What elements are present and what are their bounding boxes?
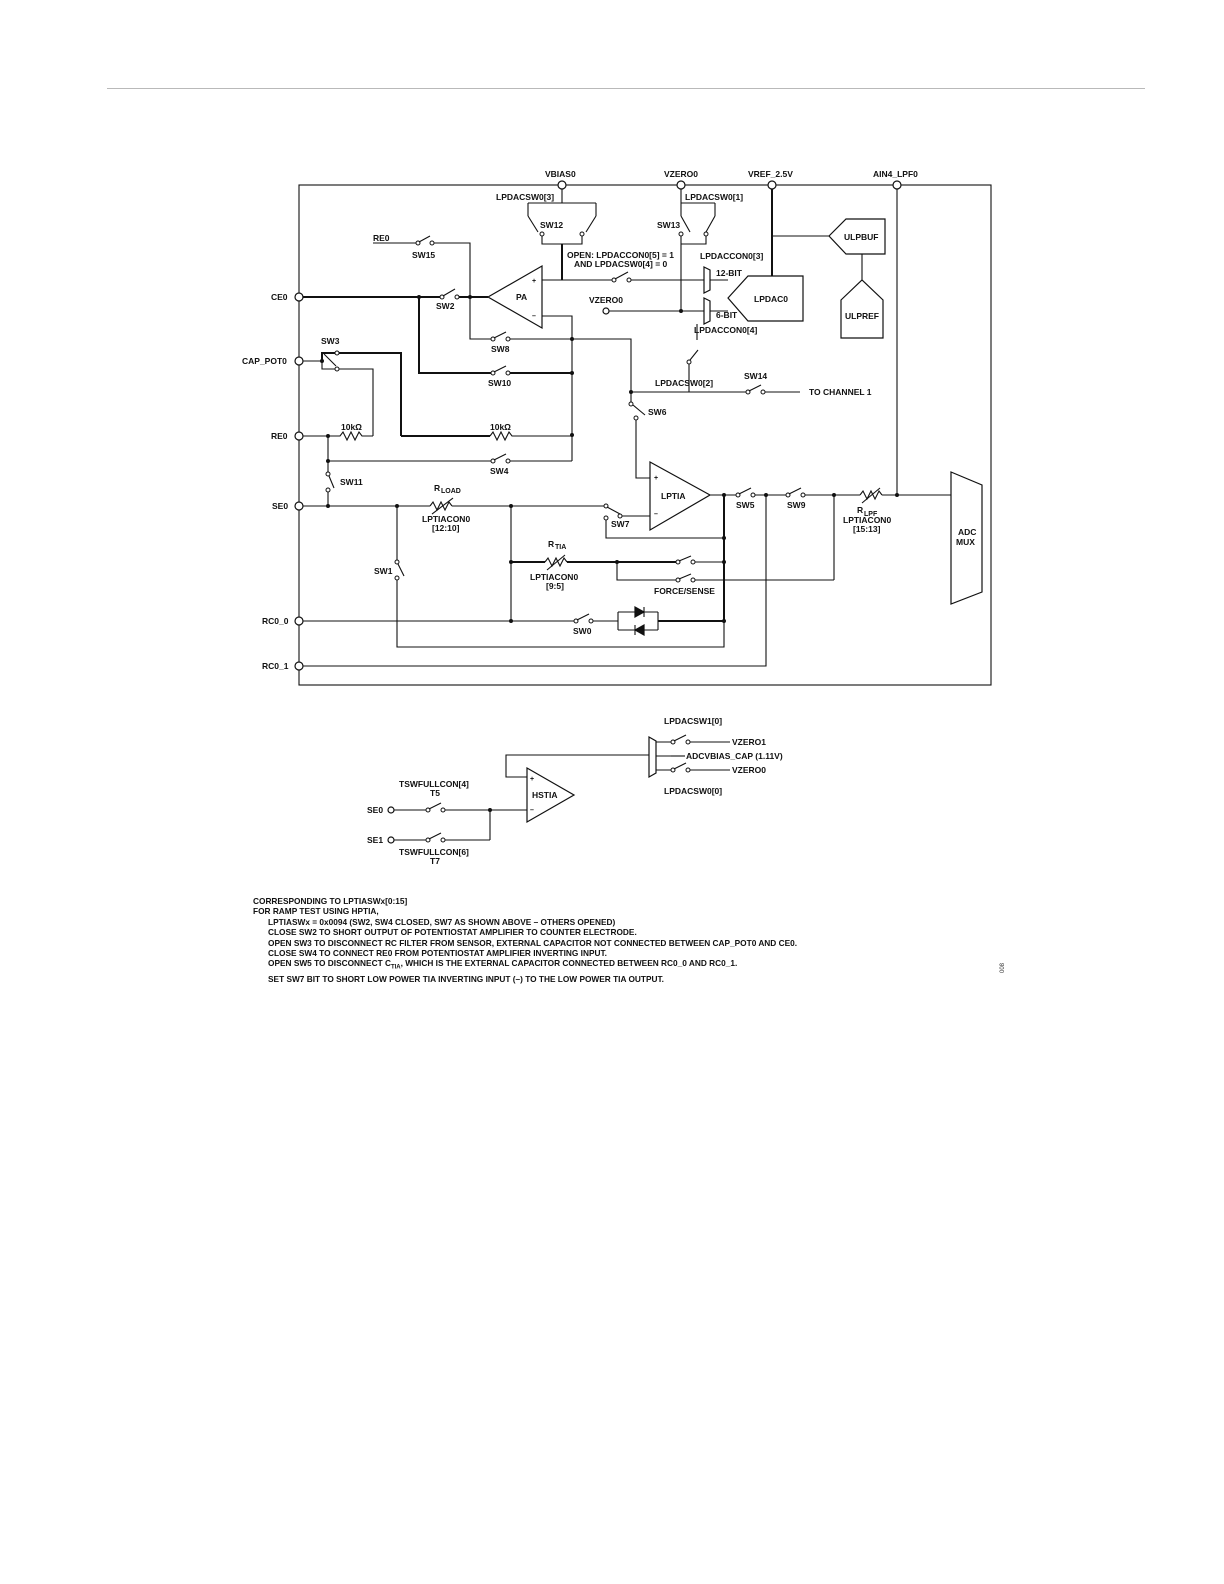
label-6bit: 6-BIT (716, 310, 738, 320)
note-line-8: SET SW7 BIT TO SHORT LOW POWER TIA INVER… (268, 973, 664, 984)
label-sw4: SW4 (490, 466, 509, 476)
block-adc: ADC (958, 527, 976, 537)
label-open-2: AND LPDACSW0[4] = 0 (574, 259, 668, 269)
label-vzero1: VZERO1 (732, 737, 766, 747)
block-lptia: LPTIA (661, 491, 686, 501)
label-lptiacon0-a: LPTIACON0 (422, 514, 470, 524)
label-sw15: SW15 (412, 250, 435, 260)
schematic-diagram: .w { stroke:#111; stroke-width:1.1; fill… (242, 169, 992, 866)
label-t5: T5 (430, 788, 440, 798)
pin-ain4-lpf0: AIN4_LPF0 (873, 169, 918, 179)
svg-text:+: + (532, 278, 536, 285)
label-rload-sub: LOAD (441, 488, 461, 495)
label-adcvbias: ADCVBIAS_CAP (1.11V) (686, 751, 783, 761)
note-line-5: OPEN SW3 TO DISCONNECT RC FILTER FROM SE… (268, 937, 798, 948)
block-ulpref: ULPREF (845, 311, 879, 321)
header-rule (107, 88, 1145, 89)
note-line-7: OPEN SW5 TO DISCONNECT CTIA, WHICH IS TH… (253, 958, 1013, 973)
note-line-7-b: , WHICH IS THE EXTERNAL CAPACITOR CONNEC… (400, 958, 738, 969)
label-vzero0-b: VZERO0 (732, 765, 766, 775)
note-line-1: CORRESPONDING TO LPTIASWx[0:15] (253, 896, 408, 906)
label-lptiacon0-c-bits: [15:13] (853, 524, 881, 534)
label-rtia-sub: TIA (555, 544, 566, 551)
pin-vref: VREF_2.5V (748, 169, 793, 179)
label-10k-b: 10kΩ (490, 422, 511, 432)
label-lpdacsw0-2: LPDACSW0[2] (655, 378, 713, 388)
label-t7: T7 (430, 856, 440, 866)
note-line-7-a: OPEN SW5 TO DISCONNECT C (268, 958, 391, 969)
note-line-7-sub: TIA (390, 965, 401, 972)
label-sw6: SW6 (648, 407, 667, 417)
label-sw12: SW12 (540, 220, 563, 230)
note-line-4: CLOSE SW2 TO SHORT OUTPUT OF POTENTIOSTA… (268, 927, 637, 938)
label-sw5: SW5 (736, 500, 755, 510)
pin-se0: SE0 (272, 501, 288, 511)
svg-text:–: – (532, 313, 536, 320)
label-se0-b: SE0 (367, 805, 383, 815)
label-rlpf-sub: LPF (864, 511, 878, 518)
label-lpdaccon0-3: LPDACCON0[3] (700, 251, 763, 261)
label-se1: SE1 (367, 835, 383, 845)
label-lpdaccon0-4: LPDACCON0[4] (694, 325, 757, 335)
label-10k-a: 10kΩ (341, 422, 362, 432)
pin-vbias0: VBIAS0 (545, 169, 576, 179)
svg-text:+: + (530, 776, 534, 783)
note-line-3: LPTIASWx = 0x0094 (SW2, SW4 CLOSED, SW7 … (268, 916, 616, 927)
pin-re0: RE0 (271, 431, 288, 441)
label-sw8: SW8 (491, 344, 510, 354)
block-hstia: HSTIA (532, 790, 558, 800)
label-force-sense: FORCE/SENSE (654, 586, 715, 596)
label-lptiacon0-b: LPTIACON0 (530, 572, 578, 582)
figure-notes: CORRESPONDING TO LPTIASWx[0:15] FOR RAMP… (253, 896, 1013, 984)
label-lpdacsw0-3: LPDACSW0[3] (496, 192, 554, 202)
label-sw13: SW13 (657, 220, 680, 230)
label-rlpf-r: R (857, 505, 863, 515)
pin-cap-pot0: CAP_POT0 (242, 356, 287, 366)
label-sw10: SW10 (488, 378, 511, 388)
pin-rc0-1: RC0_1 (262, 661, 289, 671)
label-tswfullcon6: TSWFULLCON[6] (399, 847, 469, 857)
label-re0-input: RE0 (373, 233, 390, 243)
note-line-6: CLOSE SW4 TO CONNECT RE0 FROM POTENTIOST… (268, 948, 607, 959)
label-open-1: OPEN: LPDACCON0[5] = 1 (567, 250, 674, 260)
pin-rc0-0: RC0_0 (262, 616, 289, 626)
label-sw14: SW14 (744, 371, 767, 381)
svg-text:–: – (654, 511, 658, 518)
label-rload-r: R (434, 483, 440, 493)
label-rtia-r: R (548, 539, 554, 549)
label-12bit: 12-BIT (716, 268, 743, 278)
label-to-channel-1: TO CHANNEL 1 (809, 387, 872, 397)
figure-id: 008 (1000, 962, 1006, 973)
pin-vzero0-internal: VZERO0 (589, 295, 623, 305)
block-pa: PA (516, 292, 527, 302)
label-lptiacon0-a-bits: [12:10] (432, 523, 460, 533)
label-sw2: SW2 (436, 301, 455, 311)
block-mux: MUX (956, 537, 975, 547)
block-lpdac0: LPDAC0 (754, 294, 788, 304)
label-sw3: SW3 (321, 336, 340, 346)
svg-text:–: – (530, 807, 534, 814)
label-lpdacsw0-1: LPDACSW0[1] (685, 192, 743, 202)
label-lptiacon0-c: LPTIACON0 (843, 515, 891, 525)
block-ulpbuf: ULPBUF (844, 232, 878, 242)
label-sw7: SW7 (611, 519, 630, 529)
label-sw1: SW1 (374, 566, 393, 576)
label-lpdacsw0-0: LPDACSW0[0] (664, 786, 722, 796)
label-lpdacsw1-0: LPDACSW1[0] (664, 716, 722, 726)
label-sw11: SW11 (340, 477, 363, 487)
label-sw0: SW0 (573, 626, 592, 636)
note-line-2: FOR RAMP TEST USING HPTIA, (253, 906, 379, 917)
label-sw9: SW9 (787, 500, 806, 510)
pin-vzero0: VZERO0 (664, 169, 698, 179)
label-lptiacon0-b-bits: [9:5] (546, 581, 564, 591)
svg-text:+: + (654, 475, 658, 482)
label-tswfullcon4: TSWFULLCON[4] (399, 779, 469, 789)
pin-ce0: CE0 (271, 292, 288, 302)
